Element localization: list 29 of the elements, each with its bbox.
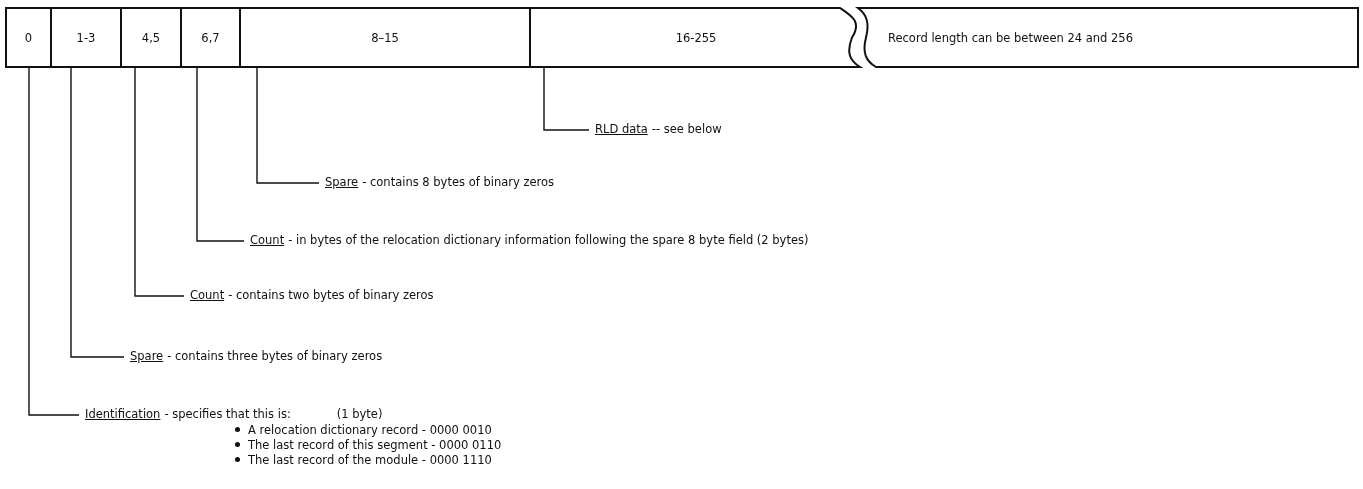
note-text: Record length can be between 24 and 256 xyxy=(888,30,1133,45)
list-item: A relocation dictionary record - 0000 0010 xyxy=(248,423,492,437)
field-name: Spare xyxy=(130,349,164,363)
byte-range: 0 xyxy=(24,30,33,45)
field-name: RLD data xyxy=(595,122,648,136)
list-item: The last record of this segment - 0000 0110 xyxy=(248,438,502,452)
byte-range: 16-255 xyxy=(675,30,717,45)
leader-line xyxy=(134,66,185,297)
field-name: Spare xyxy=(325,175,359,189)
field-name: Count xyxy=(190,288,225,302)
byte-range: 6,7 xyxy=(201,30,220,45)
leader-line xyxy=(256,66,320,184)
field-description: - in bytes of the relocation dictionary information following the spare 8 byte field (2 bytes) xyxy=(288,233,809,247)
byte-range: 8–15 xyxy=(371,30,399,45)
field-name: Count xyxy=(250,233,285,247)
size-note: (1 byte) xyxy=(336,407,383,421)
field-description: - contains 8 bytes of binary zeros xyxy=(362,175,555,189)
field-name: Identification xyxy=(85,407,161,421)
field-description: -- see below xyxy=(651,122,722,136)
list-item: The last record of the module - 0000 1110 xyxy=(248,453,492,467)
leader-line xyxy=(543,66,590,131)
field-description: - contains two bytes of binary zeros xyxy=(228,288,434,302)
field-description: - contains three bytes of binary zeros xyxy=(167,349,383,363)
leader-line xyxy=(28,66,80,416)
field-description: - specifies that this is: xyxy=(164,407,291,421)
byte-range: 4,5 xyxy=(141,30,161,45)
leader-line xyxy=(196,66,245,242)
leader-line xyxy=(70,66,125,358)
byte-range: 1-3 xyxy=(76,30,96,45)
